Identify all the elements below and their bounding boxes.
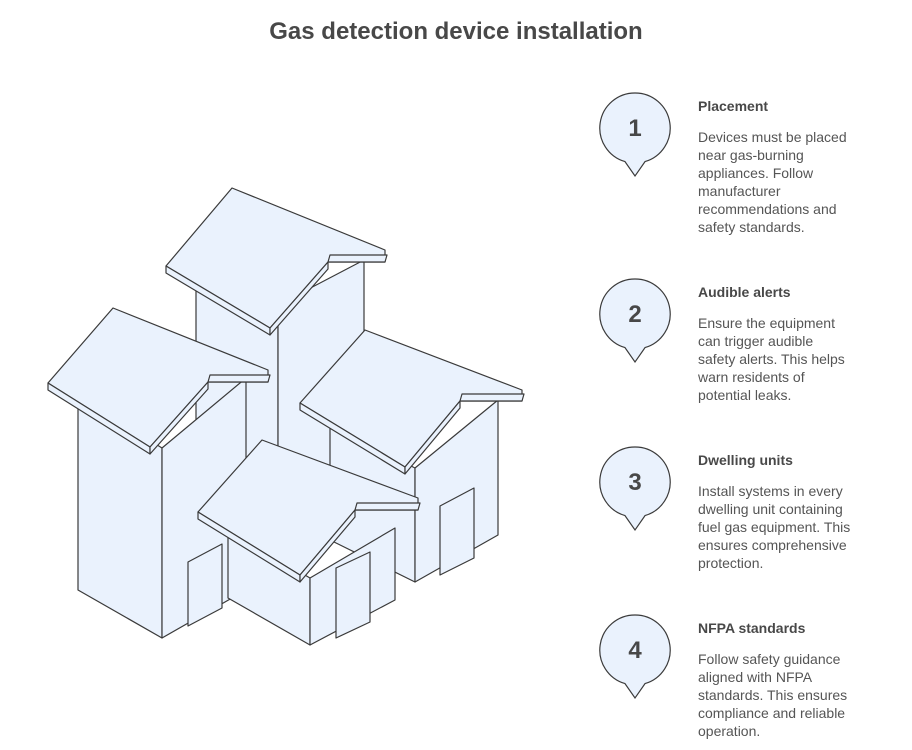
step-marker-3: 3 xyxy=(598,446,674,536)
step-number: 1 xyxy=(628,115,642,142)
step-number: 2 xyxy=(628,301,642,328)
step-title: NFPA standards xyxy=(698,620,806,636)
map-pin-icon xyxy=(599,614,671,700)
map-pin-icon xyxy=(599,92,671,178)
page-title: Gas detection device installation xyxy=(269,18,643,45)
step-number: 3 xyxy=(628,469,642,496)
step-description: Devices must be placed near gas-burning … xyxy=(698,129,847,235)
step-marker-4: 4 xyxy=(598,614,674,704)
step-title: Audible alerts xyxy=(698,284,791,300)
step-marker-2: 2 xyxy=(598,278,674,368)
step-description: Follow safety guidance aligned with NFPA… xyxy=(698,651,848,739)
step-number: 4 xyxy=(628,637,642,664)
step-description: Install systems in every dwelling unit c… xyxy=(698,483,851,571)
step-marker-1: 1 xyxy=(598,92,674,182)
step-title: Dwelling units xyxy=(698,452,793,468)
house-right-wall-right xyxy=(414,399,499,583)
step-description: Ensure the equipment can trigger audible… xyxy=(698,315,845,403)
map-pin-icon xyxy=(599,278,671,364)
map-pin-icon xyxy=(599,446,671,532)
step-title: Placement xyxy=(698,98,769,114)
